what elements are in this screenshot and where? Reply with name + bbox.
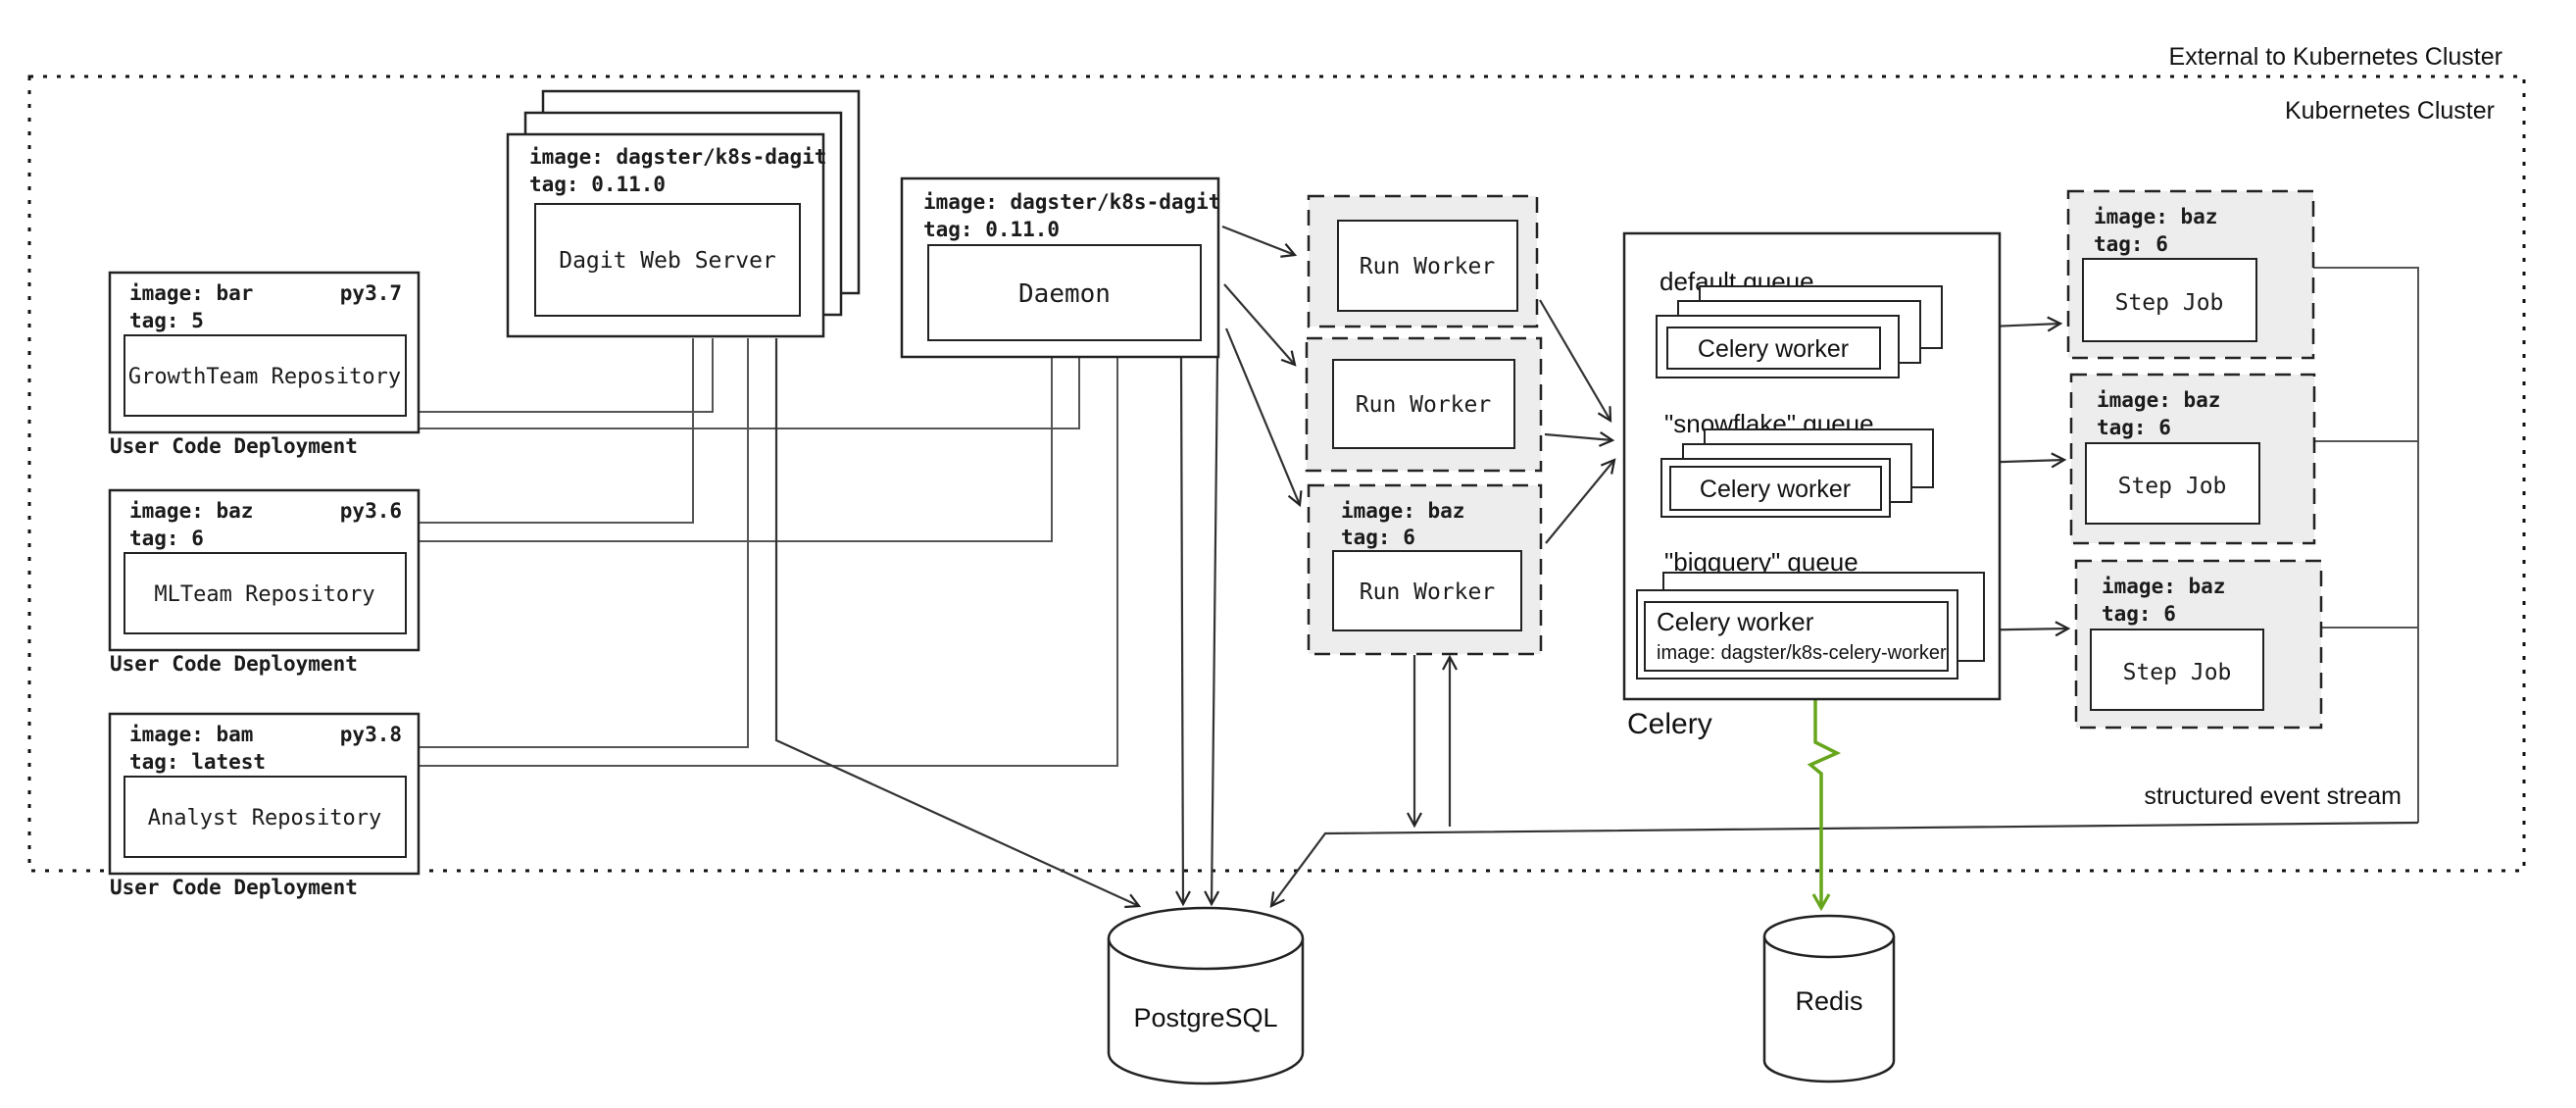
postgresql-database-icon: PostgreSQL — [1107, 906, 1305, 1085]
wire-growthteam-to-daemon — [419, 357, 1080, 429]
arrow-event-stream-to-postgresql — [1269, 821, 2419, 908]
run-worker-3: image: baz tag: 6 Run Worker — [1307, 483, 1543, 656]
user-code-deployment-1: image: bar py3.7 tag: 5 GrowthTeam Repos… — [108, 271, 421, 458]
step-job-3-tag: tag: 6 — [2102, 602, 2176, 626]
deployment-1-tag: tag: 5 — [129, 309, 204, 332]
kubernetes-cluster-label: Kubernetes Cluster — [2285, 97, 2495, 125]
arrow-celery-to-redis — [1807, 699, 1842, 912]
deployment-3-caption: User Code Deployment — [110, 876, 358, 899]
bigquery-queue-worker-image: image: dagster/k8s-celery-worker — [1657, 642, 1947, 664]
step-job-2-title: Step Job — [2118, 474, 2227, 499]
deployment-2-image: image: baz — [129, 499, 253, 523]
arrow-daemon-to-run-worker-1 — [1221, 225, 1298, 258]
deployment-1-python: py3.7 — [340, 281, 402, 305]
snowflake-queue-worker: Celery worker — [1700, 476, 1851, 503]
run-worker-3-title: Run Worker — [1360, 579, 1495, 605]
step-job-1-title: Step Job — [2115, 290, 2224, 316]
arrow-run-worker-3-to-celery — [1545, 458, 1616, 544]
user-code-deployment-2: image: baz py3.6 tag: 6 MLTeam Repositor… — [108, 488, 421, 676]
arrow-run-worker-1-to-celery — [1539, 299, 1612, 424]
deployment-3-repository: Analyst Repository — [148, 806, 381, 831]
deployment-3-image: image: bam — [129, 723, 253, 746]
dagit-tag: tag: 0.11.0 — [529, 173, 666, 196]
dagit-web-server: image: dagster/k8s-dagit tag: 0.11.0 Dag… — [506, 89, 861, 338]
celery-workers-box: default queue Celery worker "snowflake" … — [1622, 231, 2002, 701]
deployment-3-python: py3.8 — [340, 723, 402, 746]
step-job-1: image: baz tag: 6 Step Job — [2066, 189, 2315, 360]
deployment-2-python: py3.6 — [340, 499, 402, 523]
step-job-2: image: baz tag: 6 Step Job — [2069, 373, 2316, 545]
deployment-2-repository: MLTeam Repository — [154, 582, 374, 607]
run-worker-2: Run Worker — [1305, 336, 1543, 473]
connector-wires — [419, 225, 2419, 912]
run-worker-3-tag: tag: 6 — [1341, 526, 1415, 549]
run-worker-1-title: Run Worker — [1360, 254, 1495, 279]
run-worker-2-title: Run Worker — [1356, 392, 1491, 418]
step-job-3: image: baz tag: 6 Step Job — [2074, 559, 2323, 730]
arrow-daemon-to-run-worker-3 — [1224, 327, 1303, 508]
run-worker-1: Run Worker — [1307, 194, 1539, 328]
step-job-2-tag: tag: 6 — [2097, 416, 2171, 439]
arrow-daemon-to-postgresql-2 — [1204, 356, 1220, 907]
arrow-daemon-to-postgresql-1 — [1174, 356, 1191, 907]
deployment-2-tag: tag: 6 — [129, 527, 204, 550]
step-job-3-image: image: baz — [2102, 575, 2225, 598]
step-job-2-image: image: baz — [2097, 388, 2220, 412]
arrow-run-worker-2-to-celery — [1544, 430, 1615, 447]
run-worker-3-image: image: baz — [1341, 499, 1464, 523]
arrow-dagit-to-postgresql — [774, 338, 1142, 909]
redis-database-icon: Redis — [1762, 914, 1896, 1083]
wire-mlteam-to-daemon — [419, 357, 1053, 542]
event-stream-label: structured event stream — [2144, 782, 2402, 810]
postgresql-label: PostgreSQL — [1133, 1003, 1277, 1032]
step-job-3-title: Step Job — [2123, 660, 2232, 685]
celery-caption: Celery — [1627, 708, 1712, 740]
external-cluster-label: External to Kubernetes Cluster — [2169, 43, 2502, 71]
dagit-title: Dagit Web Server — [559, 248, 776, 274]
wire-growthteam-to-dagit — [419, 338, 714, 413]
user-code-deployment-3: image: bam py3.8 tag: latest Analyst Rep… — [108, 712, 421, 899]
wire-analyst-to-daemon — [419, 357, 1118, 767]
bigquery-queue-worker: Celery worker — [1657, 607, 1814, 636]
deployment-1-caption: User Code Deployment — [110, 434, 358, 458]
wire-mlteam-to-dagit — [419, 338, 694, 524]
daemon: image: dagster/k8s-dagit tag: 0.11.0 Dae… — [900, 176, 1220, 359]
daemon-image: image: dagster/k8s-dagit — [923, 190, 1220, 214]
step-job-1-tag: tag: 6 — [2094, 232, 2168, 256]
deployment-1-repository: GrowthTeam Repository — [128, 365, 401, 389]
redis-label: Redis — [1795, 986, 1862, 1016]
daemon-title: Daemon — [1018, 279, 1111, 309]
step-job-1-image: image: baz — [2094, 205, 2217, 228]
wire-analyst-to-dagit — [419, 338, 749, 748]
daemon-tag: tag: 0.11.0 — [923, 218, 1060, 241]
dagit-image: image: dagster/k8s-dagit — [529, 145, 826, 169]
deployment-3-tag: tag: latest — [129, 750, 266, 774]
arrow-daemon-to-run-worker-2 — [1223, 283, 1297, 367]
default-queue-worker: Celery worker — [1698, 335, 1849, 363]
deployment-1-image: image: bar — [129, 281, 253, 305]
deployment-2-caption: User Code Deployment — [110, 652, 358, 676]
